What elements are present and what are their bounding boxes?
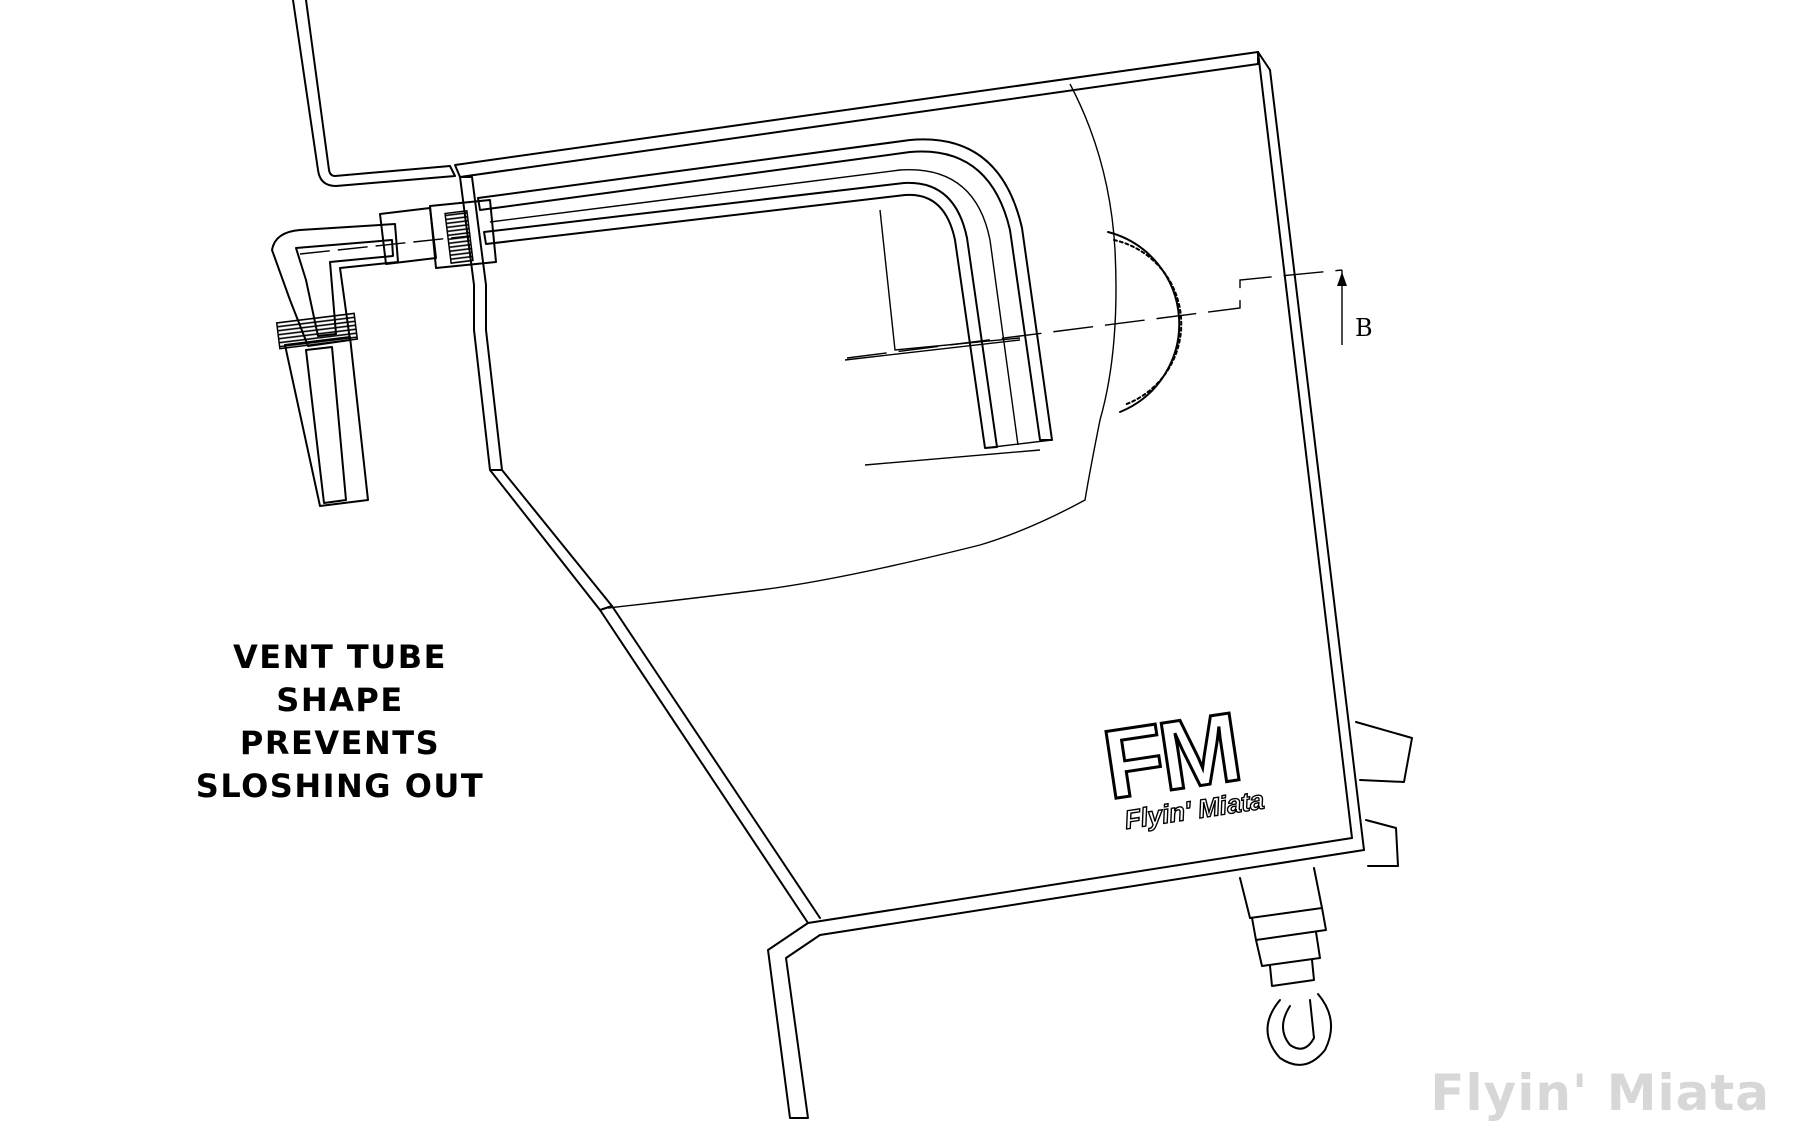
watermark: Flyin' Miata [1430,1064,1770,1122]
callout-line: VENT TUBE [233,638,447,676]
flyin-miata-logo: FM Flyin' Miata [1095,690,1267,836]
logo-initials: FM [1096,691,1244,820]
tank-body [454,51,1365,936]
section-line-b [846,269,1347,359]
callout-line: PREVENTS [239,724,441,762]
vent-tube-callout: VENT TUBE SHAPE PREVENTS SLOSHING OUT [130,636,550,808]
cutaway-boundary [607,83,1117,609]
vent-tube [477,138,1053,449]
internal-guide-lines [844,209,1041,466]
filler-cap [1107,231,1183,413]
section-label: B [1355,314,1373,342]
elbow-vent-fitting [271,199,497,507]
callout-line: SHAPE [276,681,404,719]
callout-line: SLOSHING OUT [195,767,485,805]
drain-fitting [1239,867,1333,1066]
upper-mounting-bracket [292,0,456,187]
side-mounting-tabs [1355,721,1413,867]
lower-mounting-bracket [767,922,821,1119]
